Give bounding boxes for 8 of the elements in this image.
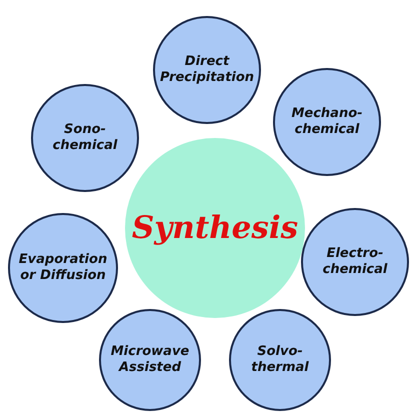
method-label: Sono- chemical bbox=[52, 122, 118, 154]
method-label: Microwave Assisted bbox=[110, 344, 190, 376]
method-label: Electro- chemical bbox=[322, 246, 388, 278]
method-label: Mechano- chemical bbox=[290, 106, 364, 138]
method-label: Solvo- thermal bbox=[250, 344, 310, 376]
method-label: Evaporation or Diffusion bbox=[18, 252, 108, 284]
title-label: Synthesis bbox=[130, 208, 300, 248]
method-label: Direct Precipitation bbox=[158, 54, 256, 86]
